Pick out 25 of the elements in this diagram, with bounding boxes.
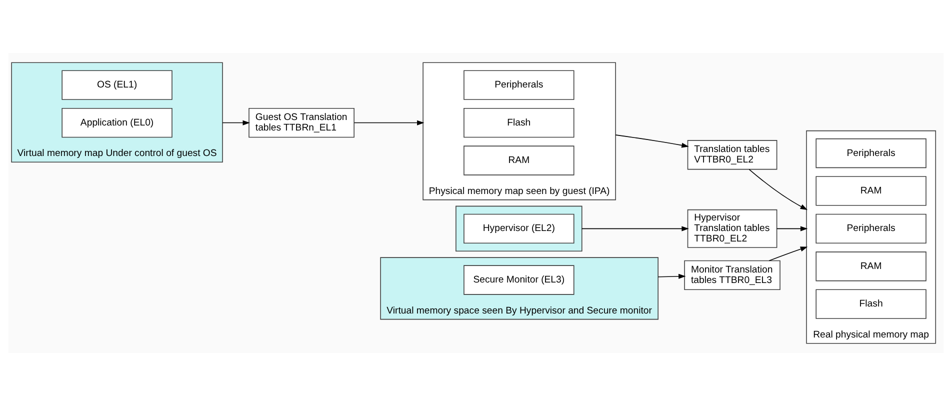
node-box: Hypervisor (EL2) [464,213,574,243]
node-box: Application (EL0) [62,107,172,138]
node-box: Peripherals [816,213,926,243]
arrow [581,226,689,231]
arrow [768,246,808,261]
node-box: RAM [816,251,926,281]
arrow [354,120,424,125]
node-box: Translation tables VTTBR0_EL2 [687,140,778,170]
node-box: OS (EL1) [62,70,172,100]
arrow [615,134,689,148]
node-box: Flash [816,288,926,318]
arrow [658,273,686,278]
arrow [748,168,808,210]
node-box: Monitor Translation tables TTBR0_EL3 [684,260,780,290]
node-box: Secure Monitor (EL3) [464,264,574,294]
node-box: Hypervisor Translation tables TTBR0_EL2 [687,208,778,248]
node-box: RAM [464,145,574,175]
node-box: Peripherals [816,138,926,168]
arrow [222,120,250,125]
node-box: Flash [464,107,574,138]
node-box: Peripherals [464,70,574,100]
cluster [456,205,582,252]
node-box: Guest OS Translation tables TTBRn_EL1 [248,107,354,138]
node-box: RAM [816,176,926,206]
arrow [776,226,808,231]
